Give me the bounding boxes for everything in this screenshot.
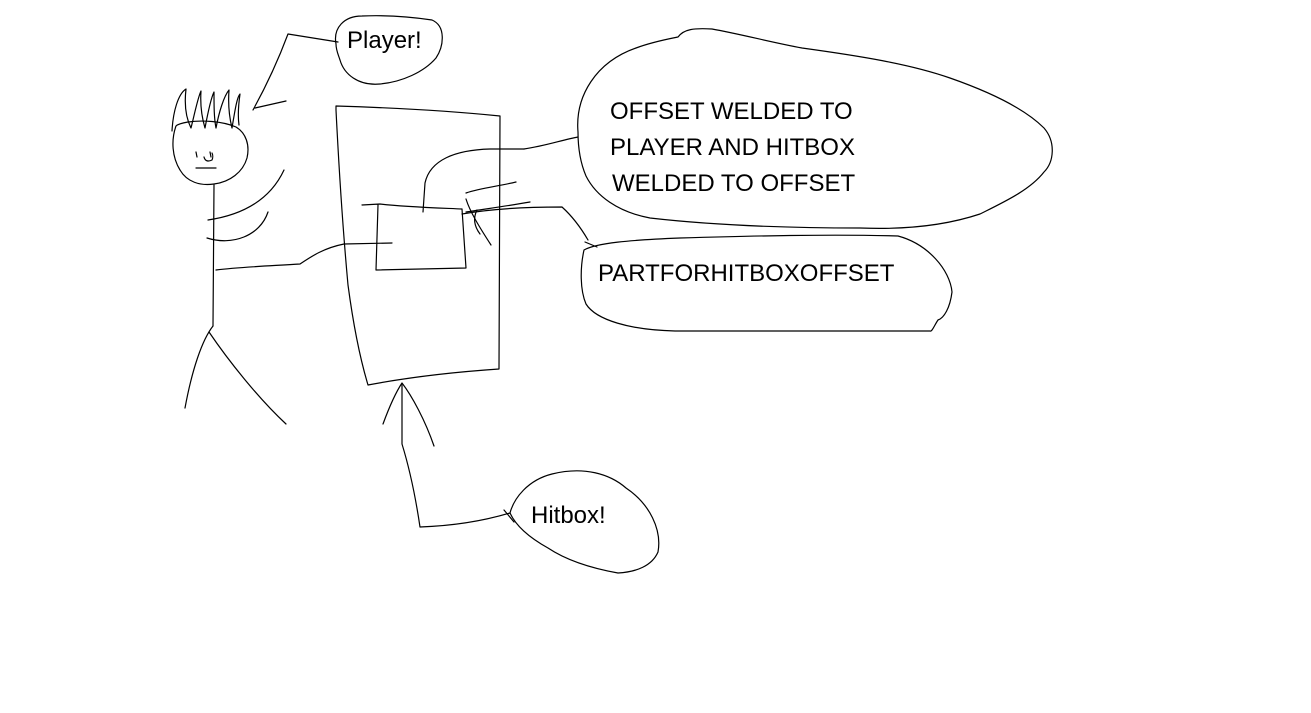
figure-leg-right	[208, 331, 287, 425]
figure-rib-2	[206, 211, 269, 242]
offset-note-line-3: WELDED TO OFFSET	[612, 170, 855, 197]
hitbox-shape	[335, 105, 501, 386]
offset-note-bubble	[577, 28, 1053, 229]
figure-head	[172, 120, 249, 186]
figure-leg-left	[184, 325, 214, 409]
part-name-bubble	[580, 234, 953, 332]
player-label: Player!	[347, 27, 422, 54]
hitbox-pointer-line	[401, 384, 511, 528]
weld-mark-3	[465, 201, 531, 213]
figure-arm	[215, 242, 393, 271]
figure-rib-1	[207, 169, 285, 221]
hitbox-pointer-tick	[503, 509, 515, 523]
hitbox-pointer-arrowhead	[382, 382, 435, 447]
part-pointer-line	[461, 206, 589, 241]
offset-note-line-2: PLAYER AND HITBOX	[610, 134, 855, 161]
offset-part-shape	[361, 203, 467, 271]
figure-eye-left	[195, 151, 198, 158]
offset-note-pointer-line	[523, 136, 579, 150]
figure-eye-right	[209, 151, 212, 158]
player-pointer-line	[252, 33, 339, 111]
weld-mark-1	[465, 198, 492, 246]
offset-note-line-1: OFFSET WELDED TO	[610, 98, 853, 125]
hitbox-label: Hitbox!	[531, 502, 606, 529]
player-pointer-tick	[254, 100, 287, 109]
figure-hair	[171, 88, 241, 132]
stick-figure	[171, 88, 393, 425]
figure-mouth	[203, 152, 214, 162]
player-bubble	[334, 15, 443, 85]
part-name-label: PARTFORHITBOXOFFSET	[598, 260, 895, 287]
offset-part-stub	[422, 148, 525, 213]
hitbox-bubble	[509, 470, 660, 574]
weld-mark-2	[465, 181, 517, 194]
figure-spine	[212, 184, 215, 327]
